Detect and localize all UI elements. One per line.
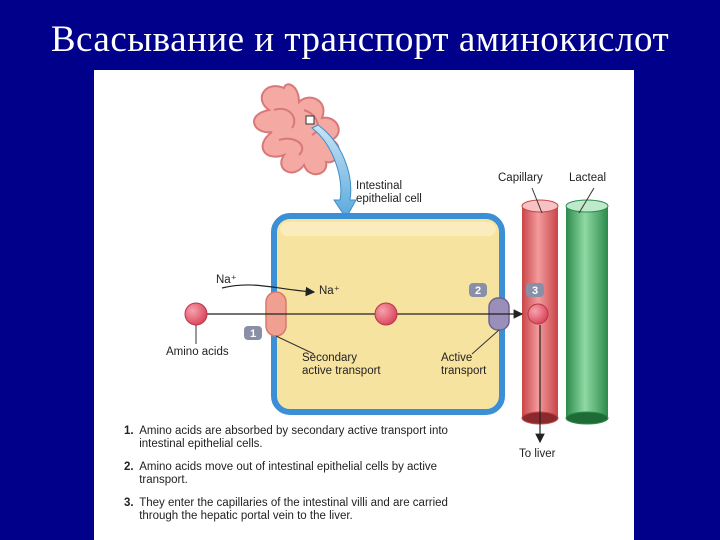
amino-acid-outside <box>184 302 208 326</box>
lacteal-label: Lacteal <box>569 172 607 184</box>
amino-acid-in-cell <box>374 302 398 326</box>
step-item-1: 1. Amino acids are absorbed by secondary… <box>124 425 484 451</box>
step-number: 2. <box>124 461 134 473</box>
amino-acids-label: Amino acids <box>166 346 229 358</box>
step-badge-3: 3 <box>526 283 544 297</box>
step-text: Amino acids are absorbed by secondary ac… <box>139 425 448 450</box>
diagram-svg: 1 2 3 <box>184 83 609 444</box>
svg-text:3: 3 <box>532 285 538 297</box>
sodium-outside-label: Na⁺ <box>216 274 237 286</box>
step-badge-2: 2 <box>469 283 487 297</box>
sodium-inside-label: Na⁺ <box>319 285 340 297</box>
zoom-box-icon <box>305 115 315 125</box>
zoom-arrow-icon <box>311 124 357 219</box>
active-transport-label: Active transport <box>441 352 487 377</box>
step-text: Amino acids move out of intestinal epith… <box>139 461 438 486</box>
lacteal-vessel <box>565 199 609 425</box>
amino-acid-absorption-figure: 1 2 3 Intestinal epithelial cell Capilla… <box>94 70 634 540</box>
step-text: They enter the capillaries of the intest… <box>139 497 448 522</box>
svg-text:1: 1 <box>250 328 256 340</box>
step-number: 3. <box>124 497 134 509</box>
steps-list: 1. Amino acids are absorbed by secondary… <box>124 425 484 533</box>
intestinal-cell-label: Intestinal epithelial cell <box>356 180 422 205</box>
slide-title: Всасывание и транспорт аминокислот <box>50 19 670 60</box>
svg-text:2: 2 <box>475 285 481 297</box>
step-item-3: 3. They enter the capillaries of the int… <box>124 497 484 523</box>
secondary-transport-label: Secondary active transport <box>302 352 381 377</box>
step-number: 1. <box>124 425 134 437</box>
step-item-2: 2. Amino acids move out of intestinal ep… <box>124 461 484 487</box>
intestine-illustration <box>253 83 340 176</box>
capillary-label: Capillary <box>498 172 543 184</box>
amino-acid-in-capillary <box>527 303 549 325</box>
step-badge-1: 1 <box>244 326 262 340</box>
to-liver-label: To liver <box>519 448 556 460</box>
sodium-arrow <box>221 284 316 297</box>
